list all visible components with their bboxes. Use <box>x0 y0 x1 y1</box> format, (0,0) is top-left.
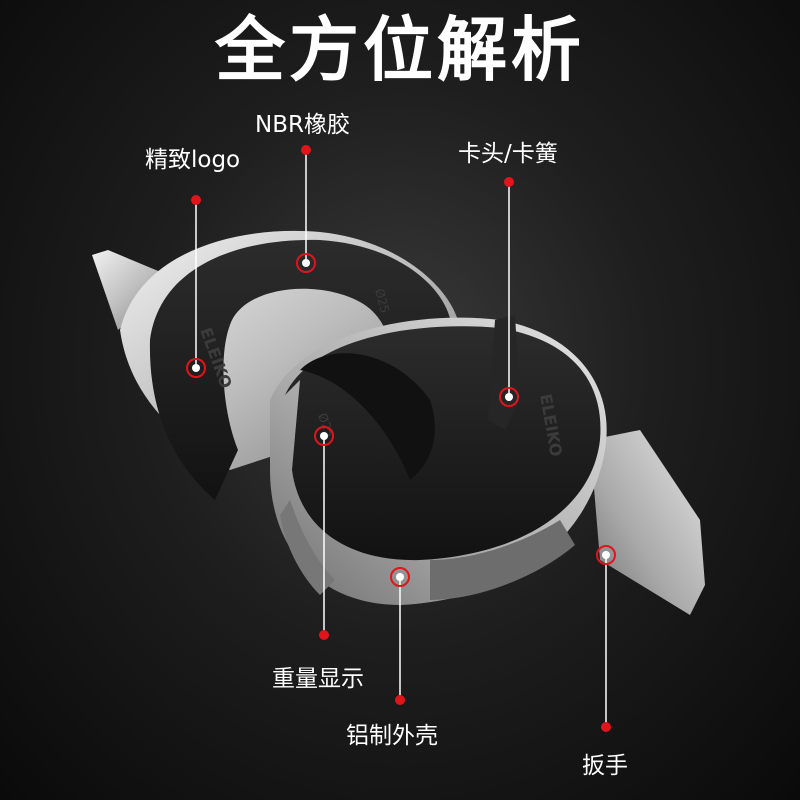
shell-ring-marker <box>390 567 410 587</box>
size-mark-left: Ø25 <box>372 287 392 314</box>
rubber-ring-marker <box>296 253 316 273</box>
clip-insert <box>488 315 520 430</box>
clip-ring-marker <box>499 387 519 407</box>
left-lever <box>92 250 175 330</box>
callout-weight: 重量显示 <box>272 666 364 692</box>
page-title: 全方位解析 <box>215 9 585 91</box>
logo-dot <box>191 195 201 205</box>
right-lever <box>590 430 705 615</box>
wrench-dot <box>601 722 611 732</box>
weight-dot <box>319 630 329 640</box>
weight-ring-marker <box>314 426 334 446</box>
shell-dot <box>395 695 405 705</box>
callout-clip: 卡头/卡簧 <box>458 141 558 167</box>
rubber-dot <box>301 145 311 155</box>
shell-slot-left <box>280 500 335 595</box>
right-ring-gap <box>300 353 435 480</box>
callout-shell: 铝制外壳 <box>346 723 438 749</box>
left-rubber-ring <box>149 239 452 500</box>
shell-slot <box>430 520 575 600</box>
callout-rubber: NBR橡胶 <box>255 112 350 138</box>
callout-wrench: 扳手 <box>582 753 628 779</box>
clip-dot <box>504 177 514 187</box>
wrench-ring-marker <box>596 545 616 565</box>
callout-logo: 精致logo <box>145 147 241 173</box>
logo-ring <box>186 358 206 378</box>
